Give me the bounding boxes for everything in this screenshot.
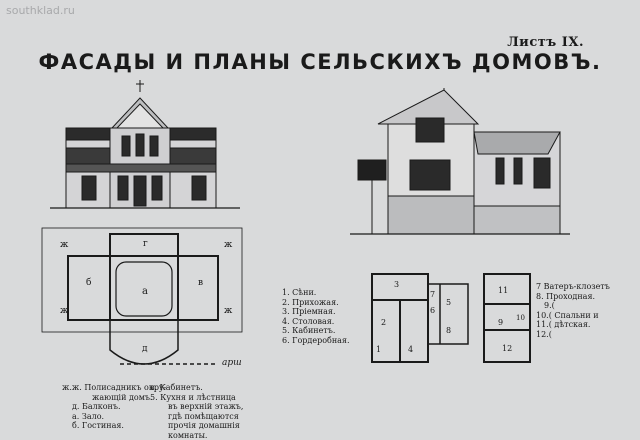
legend-item: 7 Ватеръ-клозетъ	[536, 282, 610, 292]
room-num-3: 3	[394, 280, 399, 289]
legend-item: 6. Гордеробная.	[282, 336, 350, 346]
room-num-6: 6	[430, 306, 435, 315]
legend-item: 11.( дѣтская.	[536, 320, 610, 330]
room-mark-zh2: ж	[224, 240, 232, 250]
room-num-7: 7	[430, 290, 435, 299]
room-num-10: 10	[516, 314, 525, 322]
right-plan-ground	[372, 274, 468, 362]
room-mark-g: г	[143, 239, 148, 249]
room-num-4: 4	[408, 345, 413, 354]
legend-item: 5. Кабинетъ.	[282, 326, 350, 336]
left-facade	[50, 80, 240, 208]
legend-item: в. Кабинетъ.	[150, 383, 243, 393]
legend-item: 9.(	[536, 301, 610, 311]
room-mark-zh1: ж	[60, 240, 68, 250]
right-facade	[350, 88, 570, 234]
room-num-2: 2	[381, 318, 386, 327]
room-mark-v: в	[198, 278, 203, 288]
room-mark-zh4: ж	[224, 306, 232, 316]
legend-item: прочія домашнія	[150, 421, 243, 431]
room-num-5: 5	[446, 298, 451, 307]
room-num-9: 9	[498, 318, 503, 327]
room-mark-d: д	[142, 344, 148, 354]
legend-item: 12.(	[536, 330, 610, 340]
legend-rooms: 1. Сѣни. 2. Прихожая. 3. Пріемная. 4. Ст…	[282, 288, 350, 345]
room-mark-b: б	[86, 278, 91, 288]
room-num-8: 8	[446, 326, 451, 335]
legend-item: гдѣ помѣщаются	[150, 412, 243, 422]
legend-middle: в. Кабинетъ. 5. Кухня и лѣстница въ верх…	[150, 383, 243, 440]
legend-item: 1. Сѣни.	[282, 288, 350, 298]
legend-item: 8. Проходная.	[536, 292, 610, 302]
room-num-11: 11	[498, 286, 508, 295]
legend-item: 3. Пріемная.	[282, 307, 350, 317]
room-mark-a: а	[142, 286, 148, 297]
legend-item: 4. Столовая.	[282, 317, 350, 327]
room-num-12: 12	[502, 344, 512, 353]
legend-far-right: 7 Ватеръ-клозетъ 8. Проходная. 9.( 10.( …	[536, 282, 610, 339]
legend-item: 5. Кухня и лѣстница	[150, 393, 243, 403]
legend-item: 2. Прихожая.	[282, 298, 350, 308]
room-num-1: 1	[376, 345, 381, 354]
legend-item: 10.( Спальни и	[536, 311, 610, 321]
legend-item: въ верхній этажъ,	[150, 402, 243, 412]
room-mark-zh3: ж	[60, 306, 68, 316]
scale-label: арш	[222, 358, 242, 368]
